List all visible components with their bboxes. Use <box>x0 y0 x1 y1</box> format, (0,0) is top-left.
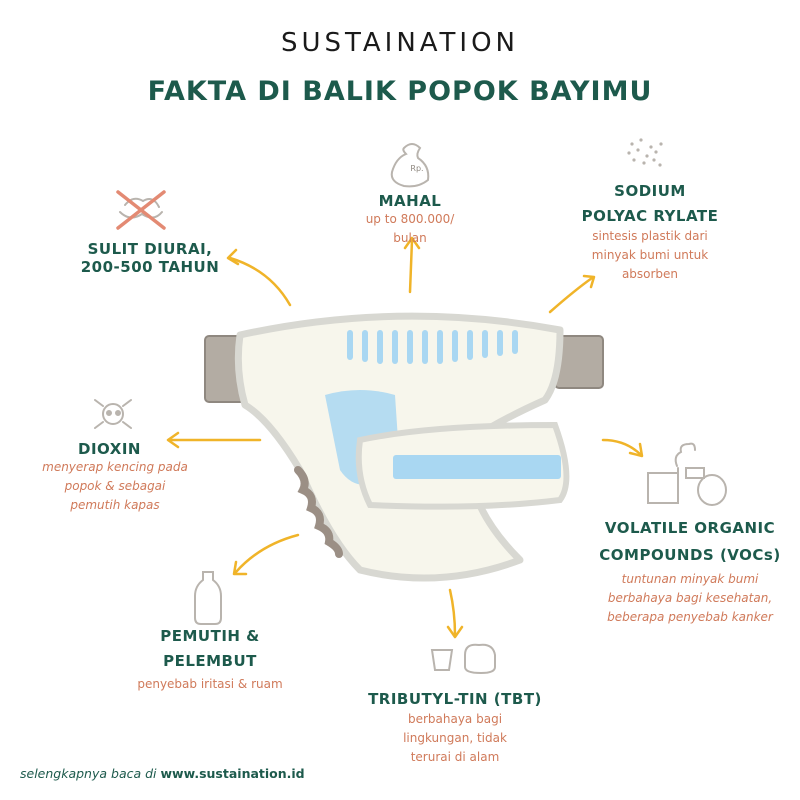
arrow-head-mahal <box>403 236 421 250</box>
fact-vocs: VOLATILE ORGANIC COMPOUNDS (VOCs) tuntun… <box>585 518 795 627</box>
fact-heading: VOLATILE ORGANIC <box>604 519 776 537</box>
fact-heading: PEMUTIH & <box>160 627 260 645</box>
arrow-to-mahal <box>408 238 414 294</box>
arrow-head-dioxin <box>166 431 180 449</box>
bottle-icon <box>194 571 222 625</box>
arrow-head-sodium <box>582 274 596 289</box>
arrow-head-pemutih <box>232 560 248 576</box>
chemical-containers-icon <box>647 442 727 506</box>
fact-desc-line: berbahaya bagi kesehatan, <box>607 591 773 605</box>
arrow-head-sulit <box>226 248 240 266</box>
fact-sulit-diurai: SULIT DIURAI, 200-500 TAHUN <box>60 240 240 276</box>
fact-heading: SODIUM <box>614 182 686 200</box>
fact-desc-line: up to 800.000/ <box>365 212 455 226</box>
money-bag-icon <box>390 143 430 188</box>
fact-heading: TRIBUTYL-TIN (TBT) <box>368 690 542 708</box>
arrow-head-voc <box>628 442 644 458</box>
money-bag-label: Rp. <box>410 164 424 173</box>
fact-heading-2: COMPOUNDS (VOCs) <box>599 546 781 564</box>
fact-desc-line: menyerap kencing pada <box>42 460 188 474</box>
fact-desc-line: terurai di alam <box>410 750 500 764</box>
fact-desc-line: penyebab iritasi & ruam <box>137 677 283 691</box>
fact-heading-2: POLYAC RYLATE <box>581 207 719 225</box>
skull-icon <box>94 399 132 429</box>
brand-logo: SUSTAINATION <box>280 28 520 58</box>
fact-sodium-polyacrylate: SODIUM POLYAC RYLATE sintesis plastik da… <box>570 177 730 284</box>
fact-desc-line: popok & sebagai <box>64 479 166 493</box>
footer-prefix: selengkapnya baca di <box>20 766 161 781</box>
fact-heading-2: PELEMBUT <box>163 652 257 670</box>
fact-heading-2: 200-500 TAHUN <box>80 258 220 276</box>
fact-desc-line: lingkungan, tidak <box>403 731 507 745</box>
fact-mahal: MAHAL up to 800.000/ bulan <box>355 192 465 248</box>
arrow-to-voc <box>601 438 642 456</box>
fact-desc-line: pemutih kapas <box>70 498 160 512</box>
fact-dioxin: DIOXIN menyerap kencing pada popok & seb… <box>20 440 210 515</box>
fact-heading: DIOXIN <box>78 440 141 458</box>
fact-desc-line: tuntunan minyak bumi <box>621 572 759 586</box>
icons <box>94 143 727 675</box>
arrow-to-pemutih <box>234 533 300 574</box>
fact-desc-line: bulan <box>393 231 427 245</box>
fact-heading: MAHAL <box>378 192 442 210</box>
cups-container-icon <box>430 643 496 675</box>
page-title: FAKTA DI BALIK POPOK BAYIMU <box>147 76 653 107</box>
diaper-illustration <box>204 312 604 582</box>
arrow-head-tbt <box>446 625 464 639</box>
arrows <box>166 236 644 639</box>
fact-desc-line: absorben <box>621 267 679 281</box>
arrow-to-tbt <box>448 588 457 637</box>
fact-pemutih-pelembut: PEMUTIH & PELEMBUT penyebab iritasi & ru… <box>110 625 310 694</box>
fact-heading: SULIT DIURAI, <box>87 240 213 258</box>
fact-desc-line: minyak bumi untuk <box>591 248 709 262</box>
recycle-crossed-icon <box>116 190 166 230</box>
footer-link[interactable]: www.sustaination.id <box>160 766 305 781</box>
particles-icon <box>627 138 663 167</box>
fact-tributyl-tin: TRIBUTYL-TIN (TBT) berbahaya bagi lingku… <box>365 688 545 767</box>
fact-desc-line: sintesis plastik dari <box>592 229 708 243</box>
arrow-to-sodium <box>548 276 594 314</box>
footer: selengkapnya baca di www.sustaination.id <box>20 766 305 781</box>
fact-desc-line: beberapa penyebab kanker <box>607 610 773 624</box>
fact-desc-line: berbahaya bagi <box>407 712 503 726</box>
arrow-to-sulit <box>228 256 292 307</box>
